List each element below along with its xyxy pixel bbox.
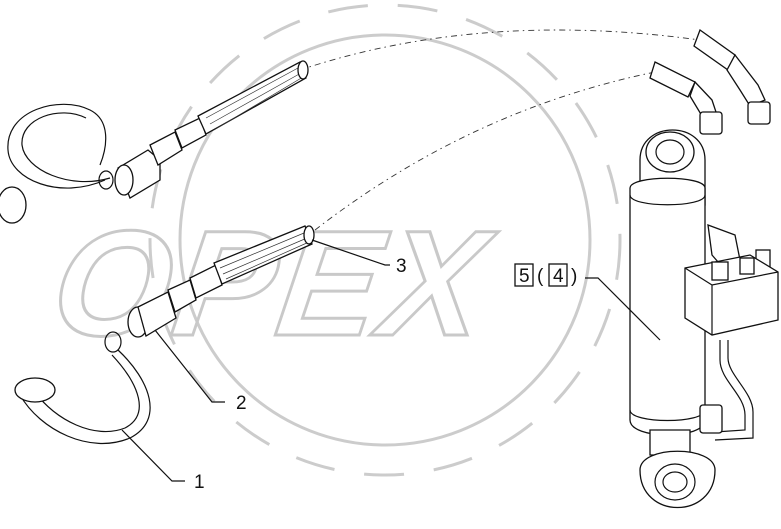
- assembly-qty-box: [548, 263, 568, 287]
- gear-watermark-icon: [148, 3, 622, 477]
- assembly-part-box: [514, 263, 534, 287]
- dust-cap-upper: [0, 103, 114, 224]
- hose-lower: [213, 225, 315, 285]
- hose-upper: [197, 60, 309, 135]
- leader-lines: [121, 239, 661, 482]
- assembly-part-number: 5: [519, 266, 530, 287]
- dust-cap-lower: [14, 331, 151, 444]
- coupling-upper: [114, 117, 207, 199]
- callout-2: 2: [236, 393, 247, 414]
- assembly-qty-number: 4: [553, 266, 564, 287]
- routing-lines: [299, 29, 701, 231]
- assembly-paren-close: ): [571, 266, 577, 287]
- cylinder-fittings: [649, 28, 779, 441]
- coupling-lower: [127, 264, 223, 338]
- callout-1: 1: [194, 472, 205, 493]
- hydraulic-cylinder: [629, 129, 716, 509]
- assembly-paren-open: (: [537, 266, 544, 287]
- watermark-text: OPEX: [43, 200, 504, 367]
- watermark: OPEX: [42, 3, 622, 477]
- callout-3: 3: [396, 256, 407, 277]
- assembly-ref: 5 ( 4 ): [514, 263, 577, 287]
